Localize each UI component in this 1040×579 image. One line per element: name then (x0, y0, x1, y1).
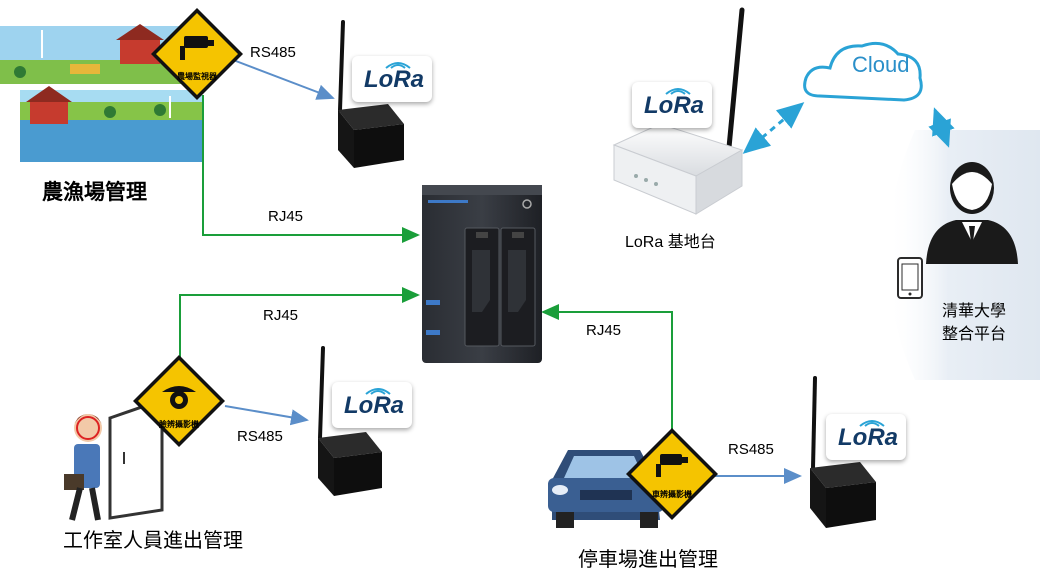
lora-node-office (318, 346, 382, 496)
lora-node-parking (810, 376, 876, 528)
platform-label-line2: 整合平台 (942, 324, 1007, 343)
office-access-label: 工作室人員進出管理 (63, 528, 243, 552)
plate-camera-sign (626, 428, 718, 520)
nas-server (422, 185, 542, 363)
lora-logo-parking: LoRa (826, 414, 906, 460)
base-station-label: LoRa 基地台 (625, 234, 716, 251)
cloud-link-gateway (742, 102, 805, 154)
face-camera-sign (133, 355, 225, 447)
platform-label-line1: 清華大學 (942, 301, 1007, 320)
rs485-label-farm: RS485 (250, 44, 296, 61)
cloud-label: Cloud (852, 52, 910, 77)
farm-camera-sign (151, 8, 243, 100)
person-icon (926, 162, 1018, 264)
lora-logo-office: LoRa (332, 382, 412, 428)
rj45-link-parking (541, 304, 673, 430)
office-door-scene (64, 397, 164, 521)
rs485-label-office: RS485 (237, 428, 283, 445)
rj45-label-farm: RJ45 (268, 208, 304, 225)
lora-gateway-device (612, 7, 745, 215)
parking-access-label: 停車場進出管理 (578, 547, 718, 571)
rj45-label-parking: RJ45 (586, 322, 622, 339)
rj45-link-office (179, 287, 420, 360)
rs485-label-parking: RS485 (728, 441, 774, 458)
face-camera-sign-label: 臉辨攝影機 (159, 420, 199, 429)
cloud-icon (803, 41, 923, 102)
rj45-link-farm (202, 95, 420, 243)
lora-logo-farm: LoRa (352, 56, 432, 102)
lora-node-farm (338, 20, 404, 168)
farm-management-label: 農漁場管理 (42, 180, 147, 204)
rs485-link-farm (227, 57, 335, 100)
farm-camera-sign-label: 農場監視器 (177, 72, 217, 81)
plate-camera-sign-label: 車辨攝影機 (652, 490, 692, 499)
phone-icon (897, 257, 923, 299)
rs485-link-office (224, 405, 309, 426)
rj45-label-office: RJ45 (263, 307, 299, 324)
lora-logo-gateway: LoRa (632, 82, 712, 128)
